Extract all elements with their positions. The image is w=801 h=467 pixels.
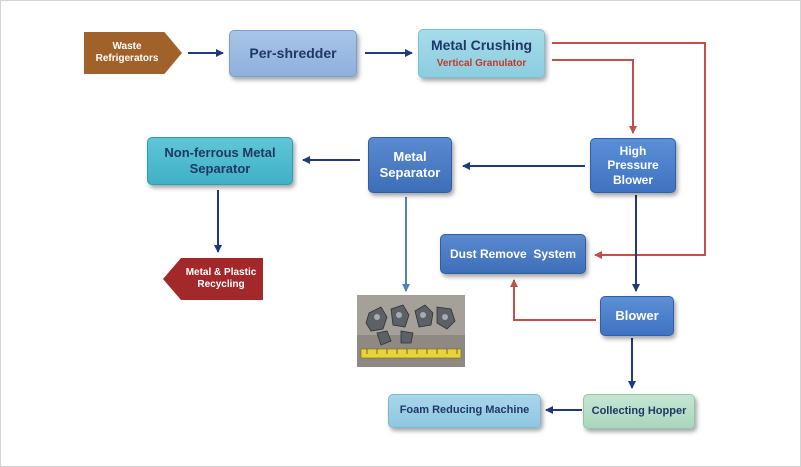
nonferrous-separator-box: Non-ferrous Metal Separator [147,137,293,185]
arrow-blower-to-dust [510,279,596,321]
foam-reducing-machine-box: Foam Reducing Machine [388,394,541,428]
arrow-crushing-to-hpblower [552,59,637,134]
crushed-metal-photo [357,295,465,367]
collecting-hopper-box: Collecting Hopper [583,394,695,429]
metal-separator-box: Metal Separator [368,137,452,193]
output-metal-plastic-recycling: Metal & Plastic Recycling [163,258,263,300]
crushed-metal-image [357,295,465,367]
blower-box: Blower [600,296,674,336]
input-waste-refrigerators: Waste Refrigerators [84,32,182,74]
metal-crushing-box: Metal Crushing Vertical Granulator [418,29,545,78]
preshredder-box: Per-shredder [229,30,357,77]
arrow-crushing-to-dust [552,42,706,259]
high-pressure-blower-box: High Pressure Blower [590,138,676,193]
dust-remove-system-box: Dust Remove System [440,234,586,274]
